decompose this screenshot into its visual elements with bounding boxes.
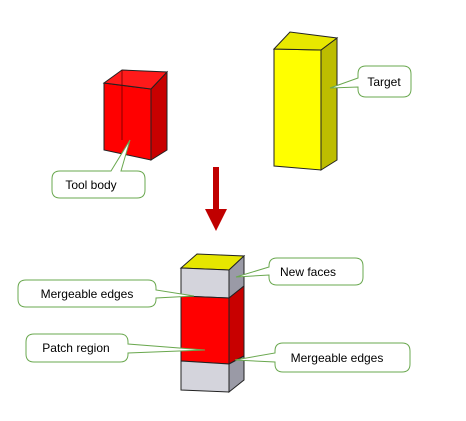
target-right-face xyxy=(320,37,338,171)
lower-face-front xyxy=(180,360,230,393)
target-front-face xyxy=(273,48,322,171)
tool-body-shape xyxy=(102,69,169,161)
patch-region-side xyxy=(228,284,245,365)
down-arrow-icon xyxy=(205,167,227,231)
callout-patch-region: Patch region xyxy=(25,333,206,363)
callout-mergeable-edges-right-label: Mergeable edges xyxy=(291,351,384,365)
callout-new-faces: New faces xyxy=(235,257,364,286)
callout-patch-region-label: Patch region xyxy=(42,341,109,355)
callout-target: Target xyxy=(329,65,412,98)
lower-face-side xyxy=(228,355,245,394)
target-top-face xyxy=(272,31,339,51)
callout-target-label: Target xyxy=(367,75,401,89)
callout-tool-body-label: Tool body xyxy=(65,178,116,192)
upper-new-face-front xyxy=(180,267,230,299)
patch-region-front xyxy=(180,295,230,365)
callout-mergeable-edges-left: Mergeable edges xyxy=(17,279,195,308)
callout-mergeable-edges-left-label: Mergeable edges xyxy=(41,287,134,301)
callout-tool-body: Tool body xyxy=(51,139,146,199)
target-shape xyxy=(272,31,339,171)
tool-body-top-opening xyxy=(102,69,169,90)
callout-new-faces-label: New faces xyxy=(280,265,336,279)
result-shape xyxy=(179,253,246,394)
callout-mergeable-edges-right: Mergeable edges xyxy=(234,342,411,373)
